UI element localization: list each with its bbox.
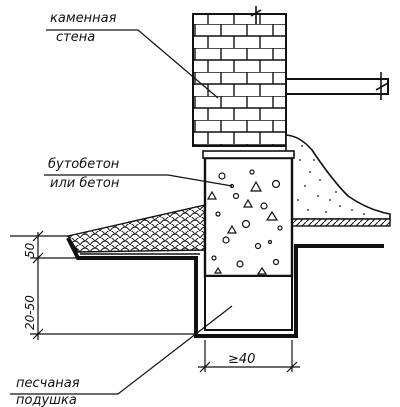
sand-cushion <box>204 275 293 331</box>
width-dimension <box>198 340 300 373</box>
rubble-concrete-label-2: или бетон <box>50 176 120 191</box>
leader-lines <box>10 29 233 395</box>
foundation-top-cap <box>202 150 295 159</box>
width-label: ≥40 <box>228 352 255 367</box>
beam-break-mark <box>375 72 389 100</box>
sand-cushion-label: песчаная <box>16 376 80 391</box>
compacted-soil-left <box>66 204 206 253</box>
depth-dimension <box>30 230 196 340</box>
floor-beam <box>285 78 389 95</box>
rubble-concrete-leader <box>44 174 233 187</box>
rubble-concrete-foundation <box>203 156 294 278</box>
stone-wall <box>192 13 287 147</box>
ground-surface-right <box>291 218 391 227</box>
sand-cushion-label-2: подушка <box>16 393 77 407</box>
wall-break-mark <box>250 6 262 24</box>
stone-wall-label-2: стена <box>56 30 95 45</box>
depth-lower-label: 20-50 <box>23 295 37 330</box>
stone-wall-leader <box>46 29 219 99</box>
sand-cushion-leader <box>10 305 233 395</box>
rubble-concrete-label: бутобетон <box>48 157 120 172</box>
stone-wall-label: каменная <box>50 11 117 26</box>
depth-upper-label: 50 <box>23 242 37 258</box>
sand-backfill-dots <box>297 145 365 215</box>
concrete-aggregate <box>206 169 283 275</box>
sand-backfill <box>285 134 391 220</box>
